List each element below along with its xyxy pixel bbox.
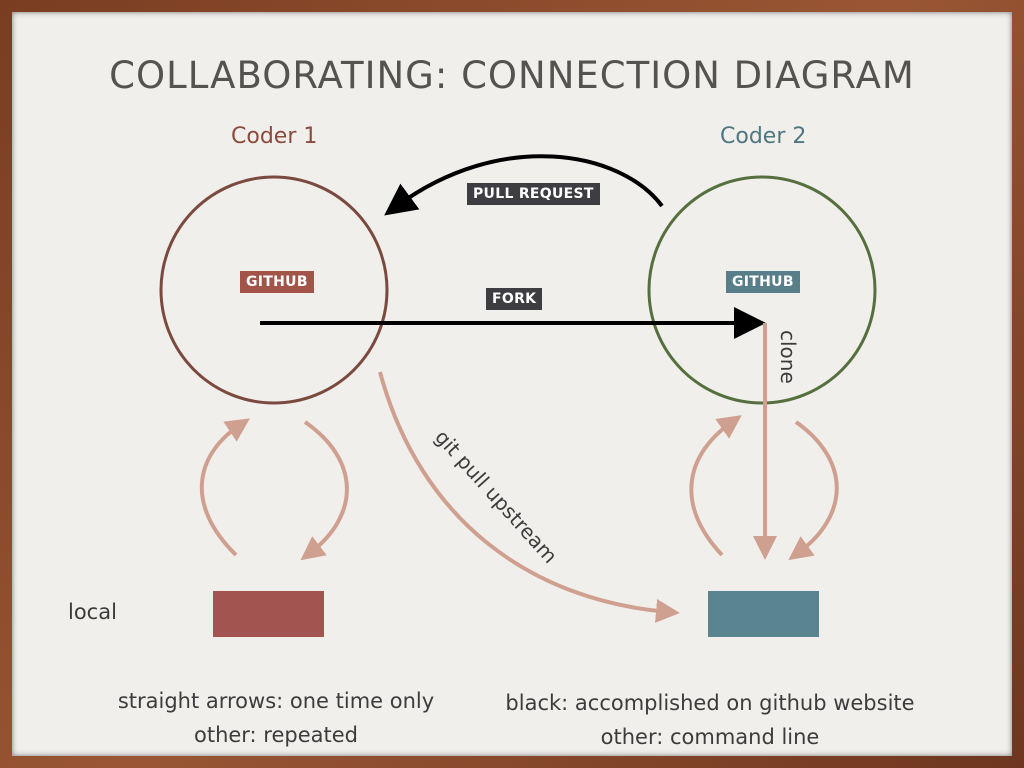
coder2-local-repo [708,591,819,637]
coder2-label: Coder 2 [720,124,807,149]
coder1-label: Coder 1 [231,124,318,149]
coder1-github-circle [159,175,389,405]
legend-right: black: accomplished on github website ot… [490,686,930,754]
coder1-local-repo [213,591,324,637]
page-title: COLLABORATING: CONNECTION DIAGRAM [109,54,915,97]
slide-canvas [12,12,1012,756]
legend-right-line1: black: accomplished on github website [505,691,915,715]
legend-left-line2: other: repeated [193,723,359,747]
pull-request-tag: PULL REQUEST [467,183,600,205]
coder1-push-arrow [199,418,250,557]
coder2-github-tag: GITHUB [726,271,800,293]
clone-label: clone [776,330,800,384]
coder2-pull-arrow [788,420,839,561]
git-pull-upstream-arrow [378,371,680,623]
legend-left: straight arrows: one time only other: re… [96,684,456,752]
fork-tag: FORK [486,288,543,310]
legend-right-line2: other: command line [600,725,820,749]
coder2-push-arrow [689,415,742,557]
coder1-github-tag: GITHUB [240,271,314,293]
local-label: local [68,600,117,624]
coder2-github-circle [647,175,877,405]
pull-request-arrow [384,154,664,216]
coder1-pull-arrow [300,420,349,561]
legend-left-line1: straight arrows: one time only [117,689,435,713]
